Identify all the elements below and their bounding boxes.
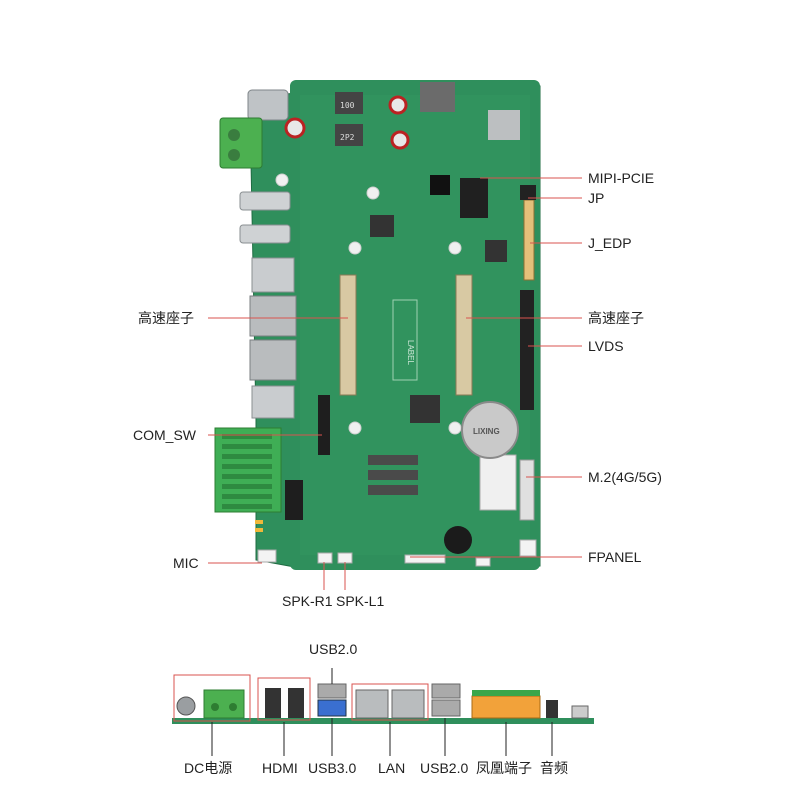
fpanel-connector: [404, 554, 446, 564]
spk-l1-connector: [337, 552, 353, 564]
label-silkscreen: LABEL: [406, 340, 415, 365]
usb-c-port: [247, 89, 289, 121]
lan-label: LAN: [378, 760, 406, 776]
lvds-connector: [520, 290, 534, 410]
chip-label-1: 100: [340, 101, 355, 110]
audio-jack: [546, 700, 558, 718]
dc-terminal: [203, 689, 245, 719]
spk-l1-label: SPK-L1: [336, 593, 385, 609]
j-edp-connector: [523, 199, 535, 281]
usb20-port-stack-1: [431, 683, 461, 699]
chip-label-2: 2P2: [340, 133, 355, 142]
dc-terminal-block: [219, 117, 263, 169]
high-speed-connector-left-label: 高速座子: [138, 310, 194, 326]
io-highlight-boxes: [173, 674, 429, 722]
fpanel-label: FPANEL: [588, 549, 642, 565]
j-edp-label: J_EDP: [588, 235, 632, 251]
lan-port-2: [391, 689, 425, 719]
rtc-battery: [461, 401, 519, 459]
phoenix-terminal-side: [471, 695, 541, 719]
hdmi-port-2: [288, 688, 304, 718]
usb20-top-label: USB2.0: [309, 641, 358, 657]
usb20-port-top: [317, 683, 347, 699]
spk-r1-connector: [317, 552, 333, 564]
usb30-label: USB3.0: [308, 760, 357, 776]
usb-stack-port: [251, 257, 295, 293]
com-sw-label: COM_SW: [133, 427, 196, 443]
usb30-port: [317, 699, 347, 717]
hdmi-label: HDMI: [262, 760, 298, 776]
rj45-port-2: [249, 339, 297, 381]
wifi-module: [488, 110, 520, 140]
lan-port-1: [355, 689, 389, 719]
usb20-port-stack-2: [431, 699, 461, 717]
mipi-pcie-label: MIPI-PCIE: [588, 170, 655, 186]
mic-label: MIC: [173, 555, 199, 571]
lvds-label: LVDS: [588, 338, 624, 354]
io-side-view: [172, 683, 594, 724]
mipi-pcie-slot: [460, 178, 488, 218]
usb20-bottom-label: USB2.0: [420, 760, 469, 776]
hdmi-port-1: [265, 688, 281, 718]
m2-slot: [519, 459, 535, 521]
high-speed-connector-left: [339, 274, 357, 396]
dc-jack: [176, 696, 196, 716]
phoenix-terminal-block: [214, 427, 282, 513]
rj45-port-1: [249, 295, 297, 337]
m2-label: M.2(4G/5G): [588, 469, 662, 485]
io-pointer-lines: [211, 668, 553, 756]
mic-connector: [257, 549, 277, 563]
jp-header: [520, 185, 536, 200]
phoenix-terminal-label: 凤凰端子: [476, 760, 532, 776]
callout-lines: [208, 177, 582, 590]
high-speed-connector-right: [455, 274, 473, 396]
high-speed-connector-right-label: 高速座子: [588, 310, 644, 326]
spk-r1-label: SPK-R1: [282, 593, 333, 609]
battery-text: LIXING: [473, 427, 500, 436]
reset-button: [571, 705, 589, 719]
audio-label: 音频: [540, 760, 568, 776]
jp-label: JP: [588, 190, 605, 206]
main-board: 100 2P2 LABEL LIXING: [214, 80, 541, 570]
dc-power-label: DC电源: [184, 760, 233, 776]
